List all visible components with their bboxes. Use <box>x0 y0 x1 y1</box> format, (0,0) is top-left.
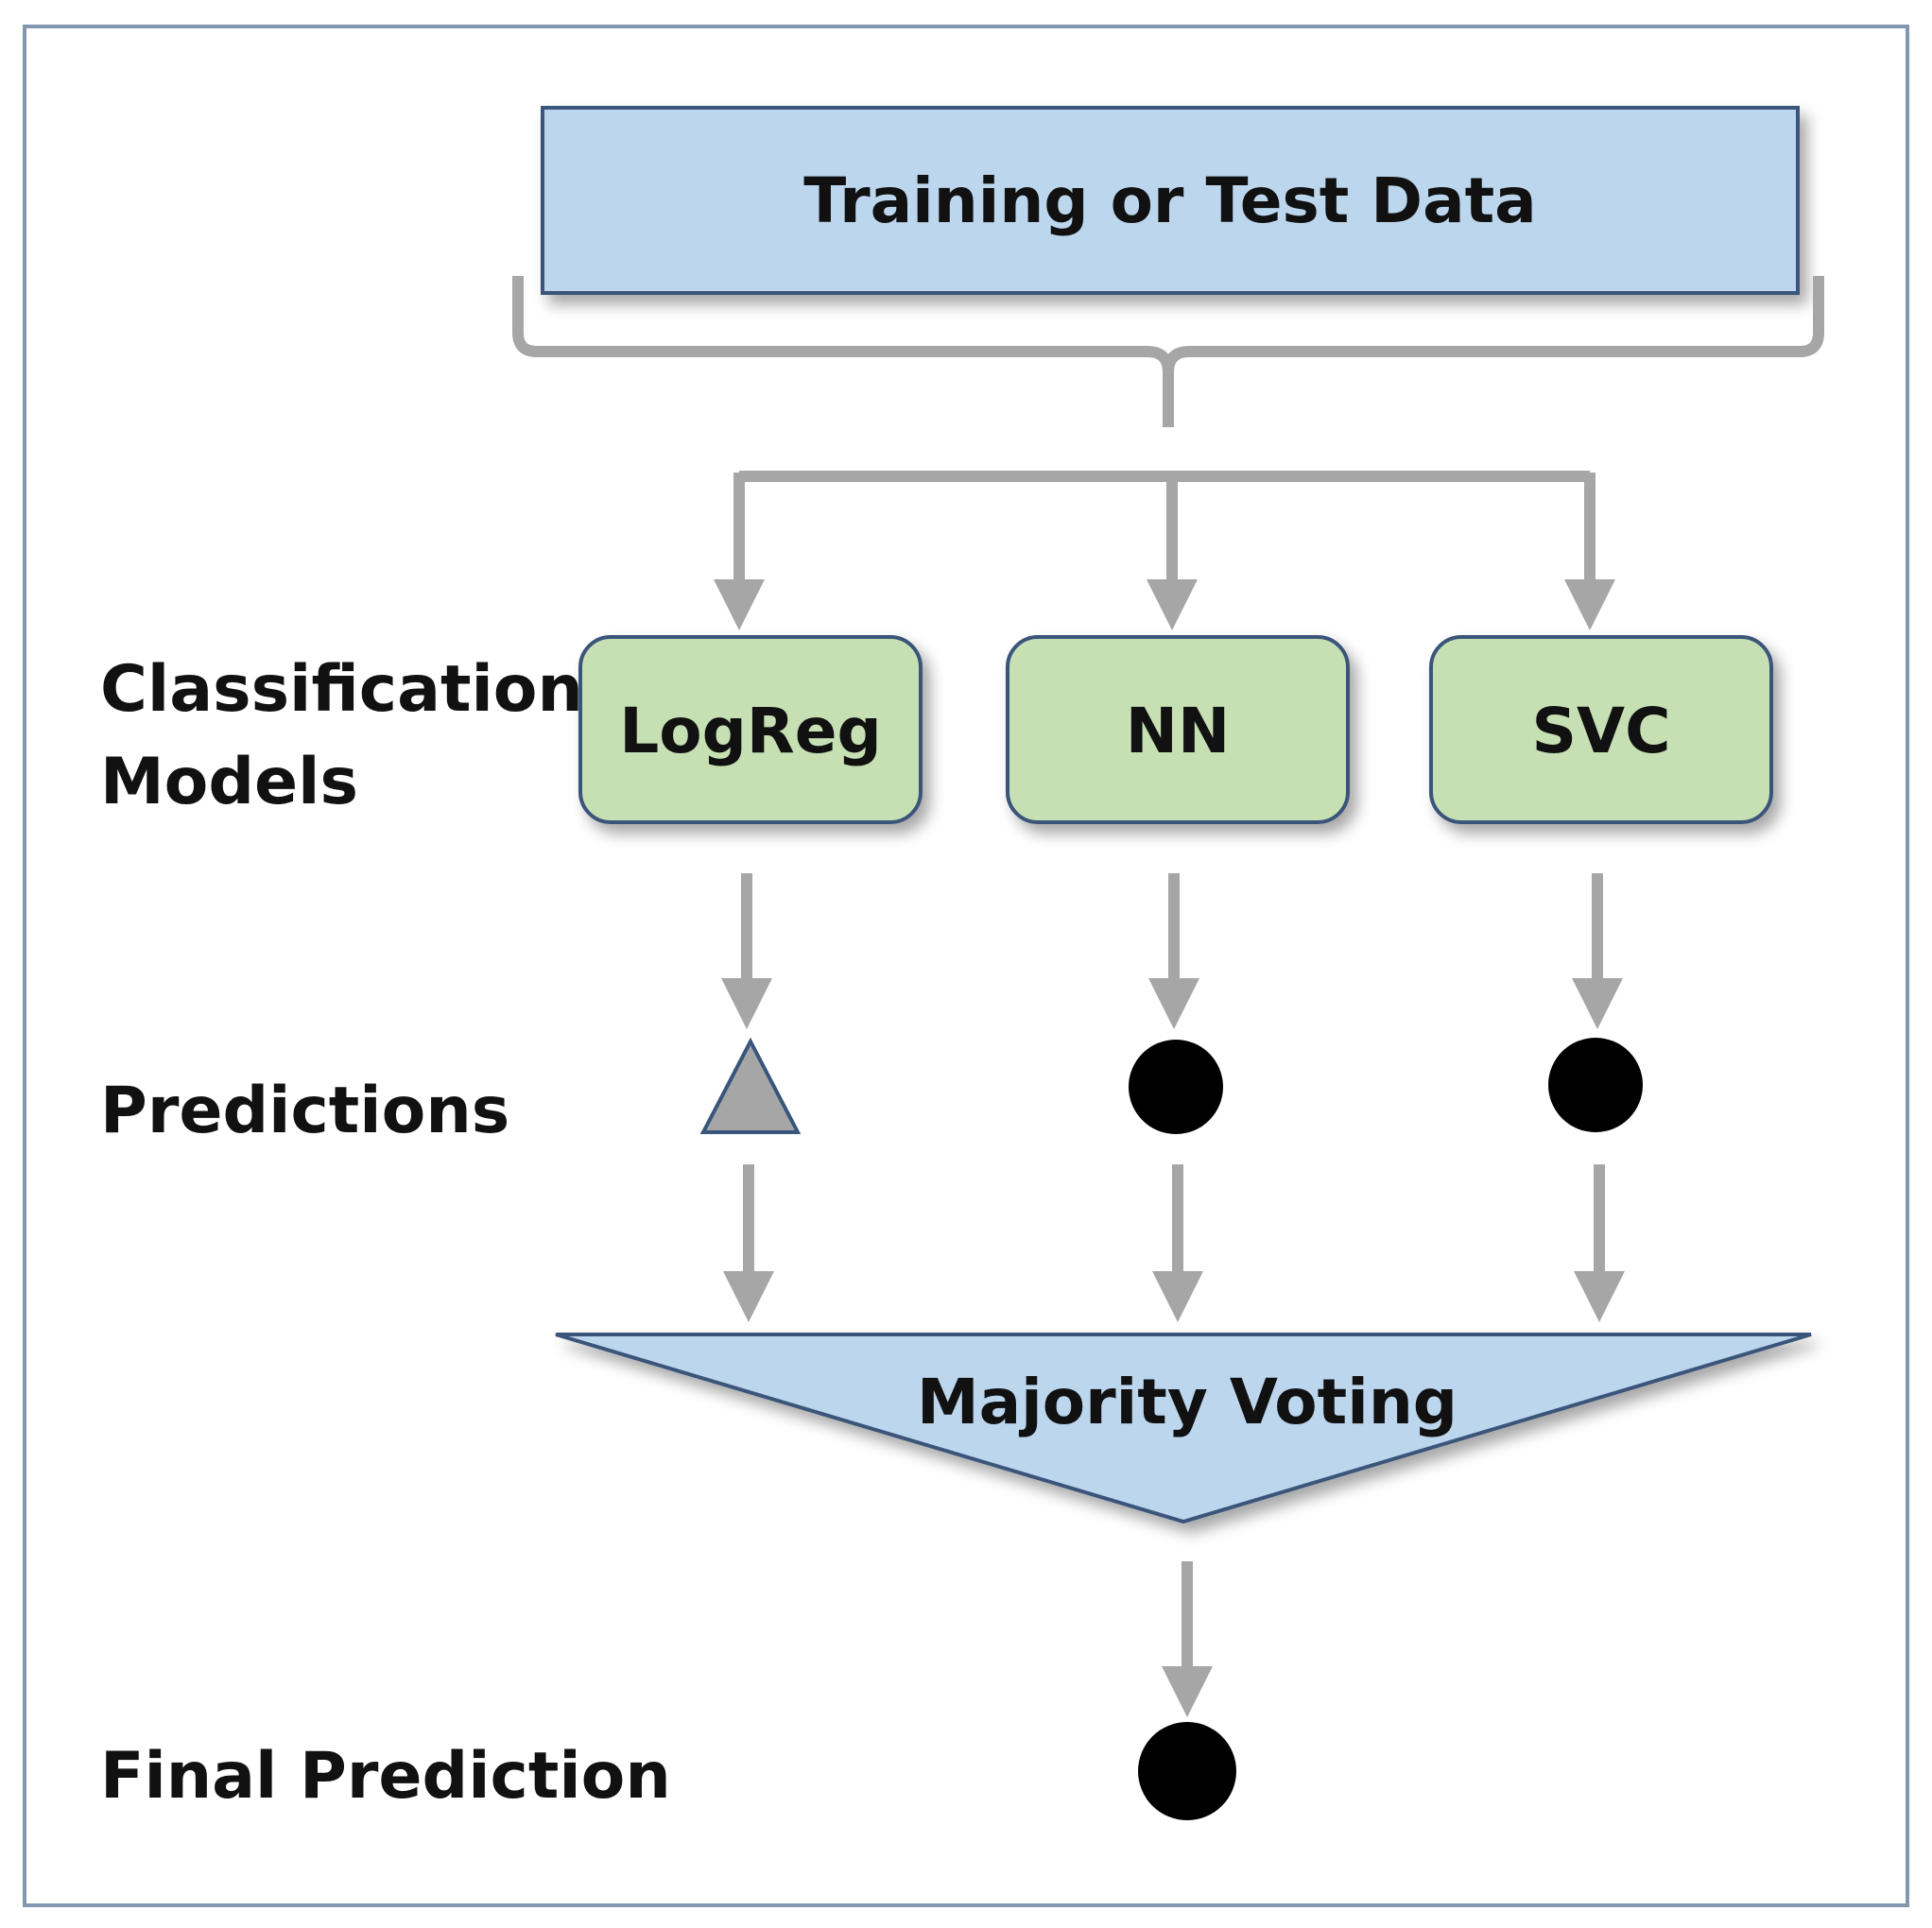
model-box-svc <box>1429 635 1773 824</box>
model-box-nn <box>1006 635 1350 824</box>
majority-voting-block: Majority Voting <box>555 1333 1812 1524</box>
final-prediction-circle <box>1138 1722 1236 1820</box>
majority-voting-funnel <box>555 1333 1812 1524</box>
model-label-svc: SVC <box>1531 695 1670 767</box>
model-box-logreg <box>578 635 923 824</box>
model-nn: NN <box>1006 635 1350 824</box>
prediction-nn-circle <box>1129 1040 1223 1134</box>
input-data-box <box>541 106 1800 295</box>
diagram-frame <box>23 25 1909 1907</box>
input-brace <box>512 276 1824 427</box>
model-svc: SVC <box>1429 635 1773 824</box>
model-label-logreg: LogReg <box>619 695 881 767</box>
model-label-nn: NN <box>1126 695 1230 767</box>
input-data-block: Training or Test Data <box>541 106 1800 295</box>
row-label-predictions: Predictions <box>100 1074 509 1148</box>
majority-voting-label: Majority Voting <box>917 1366 1458 1438</box>
row-label-models: Models <box>100 745 358 819</box>
prediction-svc-circle <box>1548 1038 1643 1132</box>
row-label-classification: Classification <box>100 652 583 727</box>
model-logreg: LogReg <box>578 635 923 824</box>
prediction-logreg-triangle <box>699 1037 802 1134</box>
input-data-label: Training or Test Data <box>803 164 1536 237</box>
distribution-connector <box>714 471 1615 630</box>
row-label-final-prediction: Final Prediction <box>100 1739 671 1814</box>
